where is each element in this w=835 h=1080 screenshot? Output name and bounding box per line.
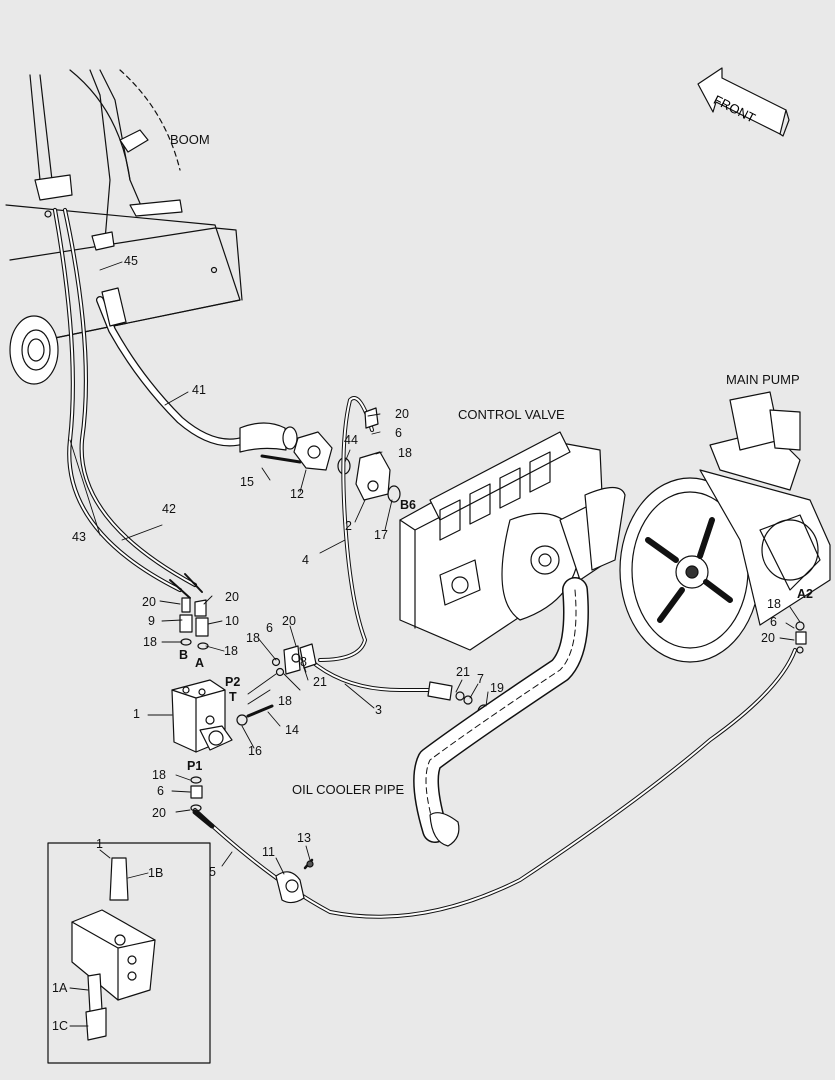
callout-20-e: 20 <box>152 806 166 820</box>
inset-box <box>47 842 211 1064</box>
callout-18-f: 18 <box>152 768 166 782</box>
callout-18-d: 18 <box>246 631 260 645</box>
oil-cooler-pipe-title: OIL COOLER PIPE <box>292 782 405 797</box>
callout-21-a: 21 <box>313 675 327 689</box>
port-a: A <box>195 656 205 670</box>
port-b6: B6 <box>400 498 416 512</box>
callout-11: 11 <box>262 845 275 859</box>
callout-1b: 1B <box>148 866 164 880</box>
callout-19: 19 <box>490 681 504 695</box>
port-a2: A2 <box>797 587 813 601</box>
inset-callout-1: 1 <box>96 837 103 851</box>
callout-21-b: 21 <box>456 665 470 679</box>
control-valve <box>399 431 626 651</box>
callout-20-b: 20 <box>142 595 156 609</box>
callout-41: 41 <box>192 383 206 397</box>
port-p2: P2 <box>225 675 241 689</box>
callout-6-top: 6 <box>395 426 402 440</box>
callout-42: 42 <box>162 502 176 516</box>
hose-4 <box>318 396 379 662</box>
leader-lines <box>69 261 801 1027</box>
hose-41 <box>96 287 298 453</box>
callout-3: 3 <box>375 703 382 717</box>
callout-15: 15 <box>240 475 254 489</box>
callout-12: 12 <box>290 487 304 501</box>
callout-45: 45 <box>124 254 138 268</box>
callout-5: 5 <box>209 865 216 879</box>
fittings-p1 <box>190 776 203 812</box>
callout-18-c: 18 <box>224 644 238 658</box>
main-pump <box>619 391 831 663</box>
callout-13: 13 <box>297 831 311 845</box>
callout-43: 43 <box>72 530 86 544</box>
callout-1a: 1A <box>52 981 68 995</box>
callout-1c: 1C <box>52 1019 68 1033</box>
control-valve-title: CONTROL VALVE <box>458 407 565 422</box>
fittings-p2-t <box>271 643 317 677</box>
port-t: T <box>229 690 237 704</box>
valve-block-1 <box>171 679 233 753</box>
callout-20-d: 20 <box>282 614 296 628</box>
oil-cooler-pipe <box>413 577 589 847</box>
callout-18-e: 18 <box>278 694 292 708</box>
bolt-14 <box>236 704 274 726</box>
front-arrow <box>697 67 790 137</box>
callout-16: 16 <box>248 744 262 758</box>
callout-10: 10 <box>225 614 239 628</box>
port-b: B <box>179 648 189 662</box>
callout-20-top: 20 <box>395 407 409 421</box>
port-p1: P1 <box>187 759 203 773</box>
callout-1: 1 <box>133 707 140 721</box>
callout-20-c: 20 <box>225 590 239 604</box>
callout-7: 7 <box>477 672 484 686</box>
callout-9: 9 <box>148 614 155 628</box>
flange-assembly <box>260 431 401 503</box>
boom-title: BOOM <box>170 132 210 147</box>
main-pump-title: MAIN PUMP <box>726 372 800 387</box>
callout-4: 4 <box>302 553 309 567</box>
callout-18-g: 18 <box>767 597 781 611</box>
callout-14: 14 <box>285 723 299 737</box>
callout-8: 8 <box>300 655 307 669</box>
clamp-11 <box>275 858 314 904</box>
callout-44: 44 <box>344 433 358 447</box>
callout-6-b: 6 <box>266 621 273 635</box>
callout-6-d: 6 <box>770 615 777 629</box>
boom-structure <box>5 69 243 385</box>
callout-18-b: 18 <box>143 635 157 649</box>
callout-6-c: 6 <box>157 784 164 798</box>
callout-20-f: 20 <box>761 631 775 645</box>
callout-18-top: 18 <box>398 446 412 460</box>
fittings-9-10 <box>179 597 209 650</box>
callout-17: 17 <box>374 528 388 542</box>
callout-2: 2 <box>345 519 352 533</box>
hose-3 <box>308 658 491 720</box>
